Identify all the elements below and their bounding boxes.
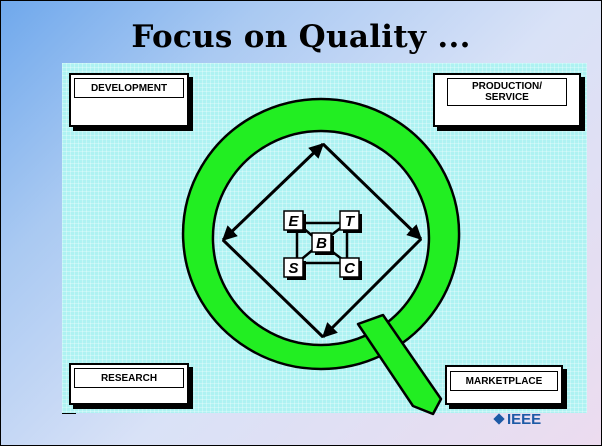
slide-divider xyxy=(62,413,76,414)
diamond-arrows xyxy=(221,142,423,339)
marketplace-box: MARKETPLACE xyxy=(445,365,563,405)
q-tail xyxy=(356,313,443,416)
ieee-diamond-icon xyxy=(493,413,505,425)
production-label-line1: PRODUCTION/ xyxy=(472,81,542,92)
arrow-top-right xyxy=(321,142,423,241)
research-label: RESEARCH xyxy=(100,372,158,384)
center-letter-boxes: E T B S C xyxy=(283,210,362,280)
production-service-box: PRODUCTION/ SERVICE xyxy=(433,73,581,127)
letter-c: C xyxy=(344,260,356,277)
arrow-bottom-left xyxy=(221,238,325,339)
ieee-logo-text: IEEE xyxy=(507,411,542,428)
marketplace-label: MARKETPLACE xyxy=(465,375,543,387)
slide-title: Focus on Quality ... xyxy=(131,19,471,55)
production-label-line2: SERVICE xyxy=(485,92,529,103)
arrow-top-left xyxy=(221,142,325,242)
letter-t: T xyxy=(345,213,356,230)
arrow-bottom-right xyxy=(321,237,423,339)
letter-e: E xyxy=(288,213,299,230)
development-label: DEVELOPMENT xyxy=(90,82,168,94)
research-box: RESEARCH xyxy=(69,363,189,405)
ieee-logo: IEEE xyxy=(493,411,542,428)
letter-s: S xyxy=(288,260,298,277)
letter-b: B xyxy=(316,235,327,252)
development-box: DEVELOPMENT xyxy=(69,73,189,127)
